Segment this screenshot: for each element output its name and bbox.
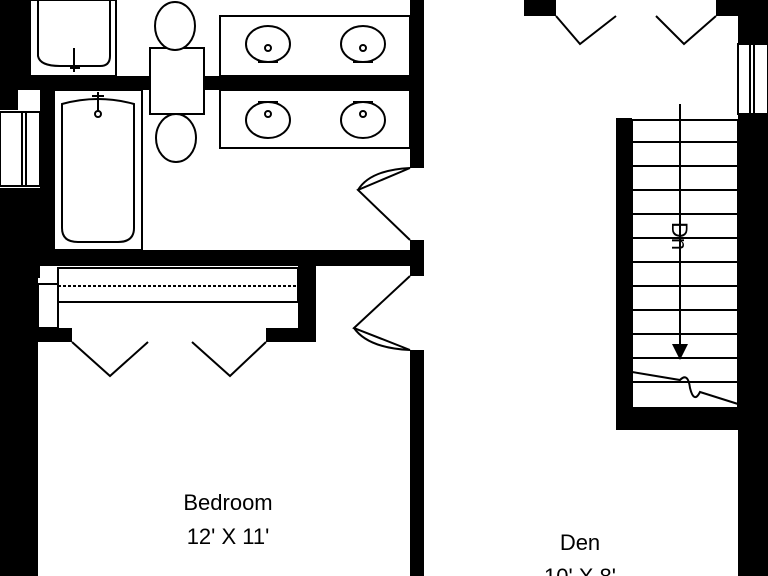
wall-closet-bottom-left bbox=[38, 328, 72, 342]
wall-center-lower bbox=[410, 350, 424, 576]
room-labels: Bedroom 12' X 11' Den 10' X 8' bbox=[183, 490, 616, 576]
wall-bath-left bbox=[18, 0, 30, 78]
wall-den-top-left bbox=[524, 0, 556, 16]
den-name: Den bbox=[560, 530, 600, 555]
sink-3 bbox=[245, 101, 291, 139]
stairs: Dn bbox=[631, 104, 739, 409]
stair-well bbox=[631, 119, 739, 409]
wall-left-mid bbox=[0, 188, 40, 278]
door-den-left bbox=[555, 15, 617, 46]
window-left bbox=[0, 111, 41, 187]
wall-stair-left bbox=[616, 118, 632, 430]
wall-right-lower bbox=[738, 114, 768, 576]
bedroom-size: 12' X 11' bbox=[187, 524, 270, 549]
toilet-lower bbox=[155, 113, 197, 163]
wall-left-lower bbox=[0, 278, 38, 576]
wall-bath-bottom bbox=[40, 250, 424, 266]
door-den-right bbox=[655, 15, 717, 46]
wall-closet-right bbox=[298, 266, 316, 342]
stair-break-line bbox=[631, 371, 739, 405]
stair-label: Dn bbox=[667, 222, 692, 250]
wall-left-upper bbox=[0, 0, 18, 110]
door-bath bbox=[356, 167, 411, 241]
wall-closet-bottom-right bbox=[266, 328, 316, 342]
wall-bath-divider bbox=[0, 76, 420, 90]
toilet-tank bbox=[149, 47, 205, 115]
door-closet-left bbox=[71, 341, 149, 378]
toilet-upper bbox=[154, 1, 196, 51]
door-closet-right bbox=[191, 341, 267, 378]
windows bbox=[0, 43, 768, 187]
sink-4 bbox=[340, 101, 386, 139]
den-size: 10' X 8' bbox=[544, 564, 616, 576]
closet bbox=[37, 267, 299, 329]
bedroom-name: Bedroom bbox=[183, 490, 272, 515]
doors bbox=[71, 15, 717, 378]
wall-center-upper bbox=[410, 0, 424, 168]
door-bedroom bbox=[352, 275, 411, 351]
bathroom-fixtures bbox=[29, 0, 411, 251]
wall-right-upper bbox=[738, 0, 768, 44]
wall-stair-bottom bbox=[616, 408, 768, 430]
stair-arrow-head bbox=[672, 344, 688, 360]
wall-bath-divider-short bbox=[40, 90, 54, 250]
